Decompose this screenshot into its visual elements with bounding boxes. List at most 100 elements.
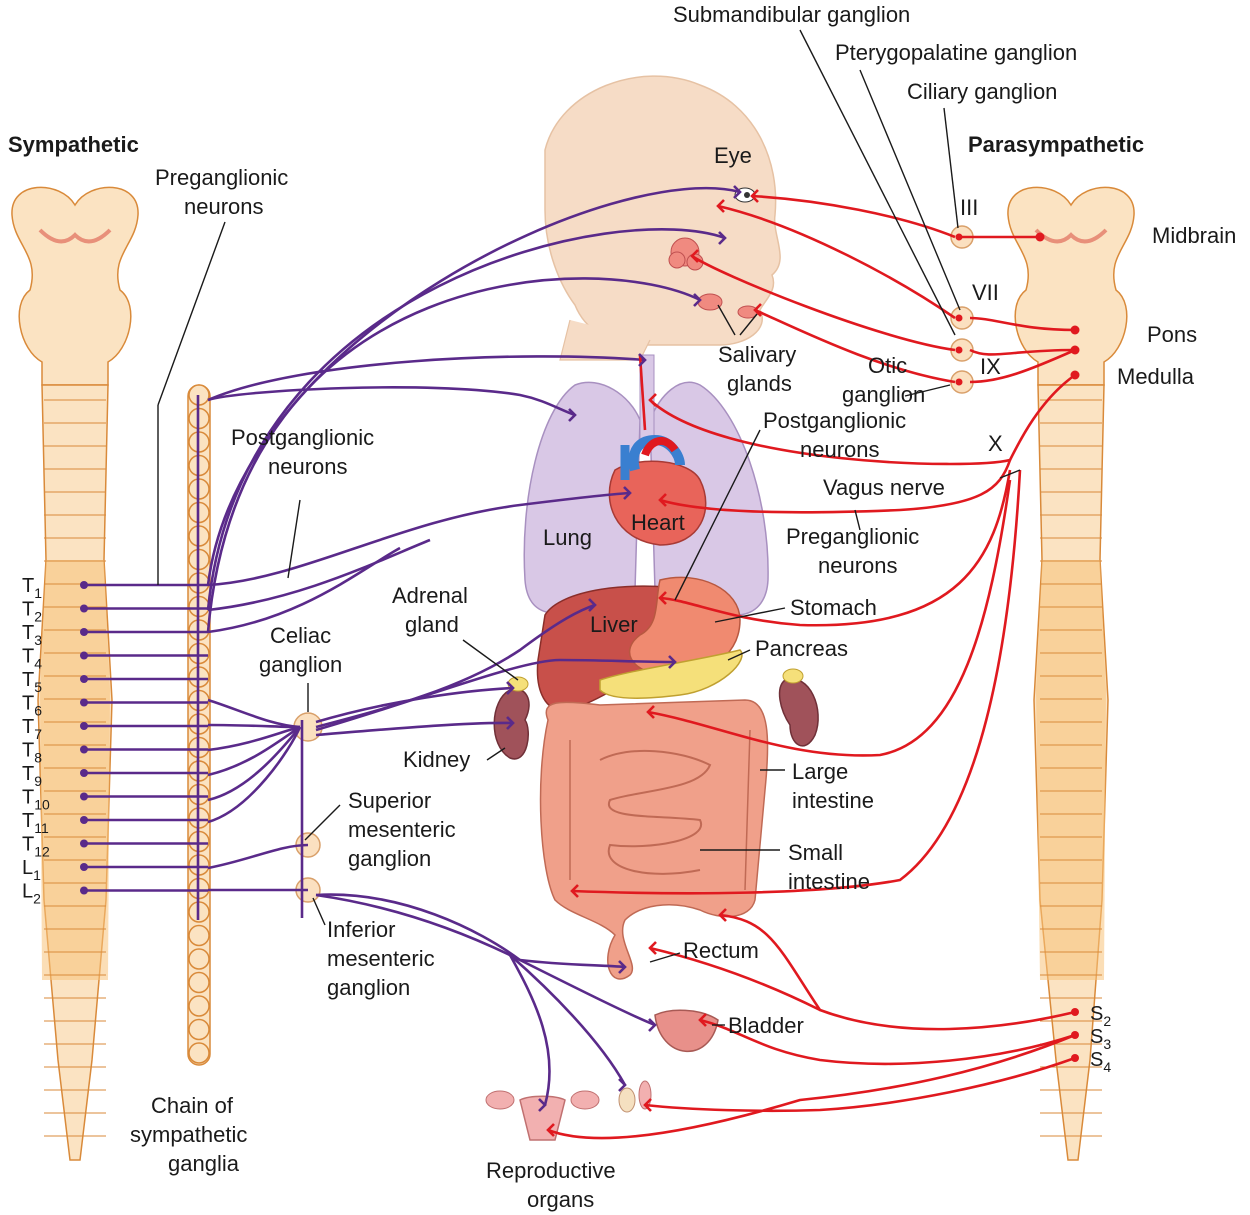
postganglionic-left-label-2: neurons xyxy=(268,454,348,479)
segment-origin-dot xyxy=(80,769,88,777)
intestines xyxy=(539,699,769,980)
sympathetic-heading: Sympathetic xyxy=(8,132,139,157)
leader-lines xyxy=(157,29,1021,1026)
segment-origin-dot xyxy=(80,675,88,683)
superior-mesenteric-label-2: mesenteric xyxy=(348,817,456,842)
medulla-label: Medulla xyxy=(1117,364,1195,389)
postganglionic-left-label-1: Postganglionic xyxy=(231,425,374,450)
segment-label: T4 xyxy=(22,646,42,672)
parasympathetic-synapse-mark xyxy=(658,591,667,605)
salivary-glands-label-2: glands xyxy=(727,371,792,396)
segment-origin-dot xyxy=(80,745,88,754)
superior-mesenteric-label-1: Superior xyxy=(348,788,431,813)
sympathetic-synapse-mark xyxy=(618,1078,627,1092)
left-cord-seams xyxy=(44,399,106,1137)
segment-origin-dot xyxy=(80,839,88,848)
stomach-label: Stomach xyxy=(790,595,877,620)
ganglion-synapse-dot xyxy=(955,346,963,354)
sympathetic-synapse-mark xyxy=(733,185,742,199)
parasympathetic-synapse-mark xyxy=(690,249,699,263)
ganglion-synapse-dot xyxy=(955,314,963,322)
segment-label: T3 xyxy=(22,622,42,648)
lung-label: Lung xyxy=(543,525,592,550)
segment-label: L1 xyxy=(22,857,41,883)
ciliary-ganglion-label: Ciliary ganglion xyxy=(907,79,1057,104)
superior-mesenteric-label-3: ganglion xyxy=(348,846,431,871)
segment-label: T10 xyxy=(22,787,50,813)
segment-label: T7 xyxy=(22,716,42,742)
parasympathetic-synapse-mark xyxy=(698,1013,707,1027)
vagus-nerve-label: Vagus nerve xyxy=(823,475,945,500)
sympathetic-synapse-mark xyxy=(506,716,515,730)
left-brain-section xyxy=(11,186,139,386)
brainstem-origin-dot xyxy=(1070,325,1080,335)
parasympathetic-synapse-mark xyxy=(648,393,657,407)
parasympathetic-synapse-mark xyxy=(546,1123,555,1137)
sympathetic-synapse-mark xyxy=(538,1098,547,1112)
chain-ganglion xyxy=(188,924,210,947)
sympathetic-synapse-mark xyxy=(648,1018,657,1032)
sympathetic-synapse-mark xyxy=(693,293,702,307)
submandibular-ganglion-label: Submandibular ganglion xyxy=(673,2,910,27)
brainstem-origin-dot xyxy=(1070,345,1080,355)
liver-label: Liver xyxy=(590,612,638,637)
reproductive-organs-label-1: Reproductive xyxy=(486,1158,616,1183)
ganglion-synapse-dot xyxy=(955,378,963,386)
sympathetic-fibers xyxy=(196,186,741,1106)
celiac-ganglion-label-2: ganglion xyxy=(259,652,342,677)
salivary-glands-label-1: Salivary xyxy=(718,342,796,367)
parasympathetic-synapse-mark xyxy=(646,705,655,719)
chain-ganglion xyxy=(188,971,210,994)
inferior-mesenteric-label-3: ganglion xyxy=(327,975,410,1000)
sympathetic-synapse-mark xyxy=(588,598,597,612)
bladder xyxy=(654,1009,719,1052)
left-spinal-cord xyxy=(37,384,113,1161)
segment-label: T9 xyxy=(22,763,42,789)
segment-label: T2 xyxy=(22,599,42,625)
parasympathetic-synapse-mark xyxy=(753,303,762,317)
sacral-origin-dot xyxy=(1071,1008,1079,1016)
sympathetic-synapse-mark xyxy=(638,353,647,367)
preganglionic-right-label-1: Preganglionic xyxy=(786,524,919,549)
cranial-nerve-iii-label: III xyxy=(960,195,978,220)
sacral-label: S3 xyxy=(1090,1026,1111,1052)
preganglionic-right-label-2: neurons xyxy=(818,553,898,578)
chain-ganglion xyxy=(188,995,210,1017)
parasympathetic-synapse-mark xyxy=(750,189,759,203)
sympathetic-synapse-mark xyxy=(506,681,515,695)
postganglionic-right-label-1: Postganglionic xyxy=(763,408,906,433)
parasympathetic-synapse-mark xyxy=(716,199,725,213)
right-spinal-cord xyxy=(1033,384,1109,1161)
sacral-origin-dot xyxy=(1071,1054,1079,1062)
parasympathetic-synapse-mark xyxy=(658,493,667,507)
adrenal-gland-label-1: Adrenal xyxy=(392,583,468,608)
pancreas xyxy=(599,649,743,700)
segment-origin-dot xyxy=(80,792,88,801)
heart-label: Heart xyxy=(631,510,685,535)
reproductive-organs-label-2: organs xyxy=(527,1187,594,1212)
segment-origin-dot xyxy=(80,698,88,707)
segment-label: T5 xyxy=(22,669,42,695)
head-silhouette xyxy=(544,75,781,361)
inferior-mesenteric-label-2: mesenteric xyxy=(327,946,435,971)
cranial-nerve-vii-label: VII xyxy=(972,280,999,305)
adrenal-gland-label-2: gland xyxy=(405,612,459,637)
celiac-ganglion-label-1: Celiac xyxy=(270,623,331,648)
large-intestine-label-1: Large xyxy=(792,759,848,784)
right-cord-seams xyxy=(1040,399,1102,1137)
sympathetic-rungs xyxy=(80,581,208,895)
segment-origin-dot xyxy=(80,604,88,613)
pons-label: Pons xyxy=(1147,322,1197,347)
parasympathetic-fibers xyxy=(547,194,1076,1140)
sacral-label: S2 xyxy=(1090,1003,1111,1029)
parasympathetic-heading: Parasympathetic xyxy=(968,132,1144,157)
parasympathetic-synapse-mark xyxy=(570,884,579,898)
sympathetic-synapse-mark xyxy=(618,960,627,974)
parasympathetic-synapse-mark xyxy=(648,941,657,955)
sympathetic-synapse-mark xyxy=(668,655,677,669)
sacral-origin-dot xyxy=(1071,1031,1079,1039)
cranial-ganglia xyxy=(950,225,974,394)
